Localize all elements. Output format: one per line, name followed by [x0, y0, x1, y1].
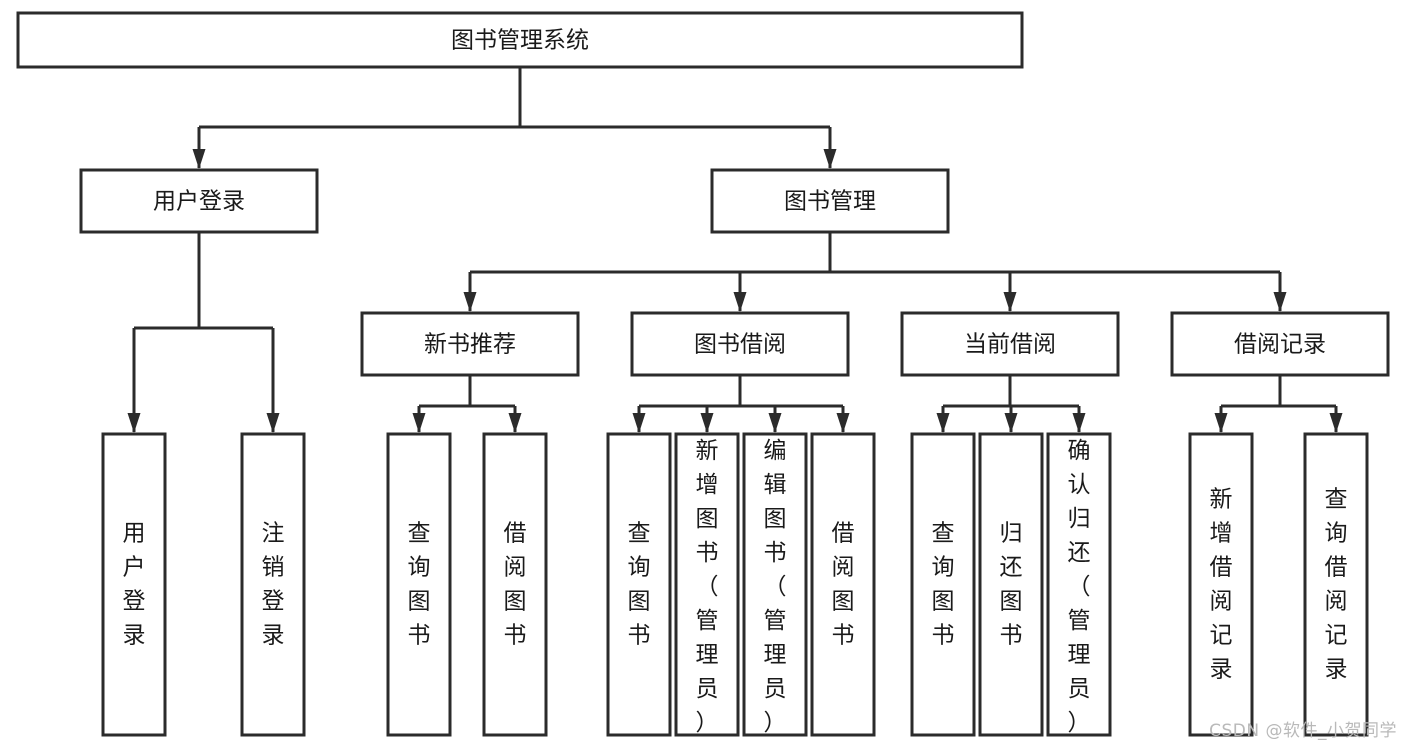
- node-box-leaf-add-book-admin: [674, 432, 740, 737]
- arrow-head-book-manage-3: [1273, 292, 1287, 312]
- connector-layer: [127, 67, 1343, 433]
- node-box-leaf-logout: [240, 432, 306, 737]
- node-label-root: 图书管理系统: [451, 28, 589, 54]
- node-leaf-return-book[interactable]: 归还图书: [978, 432, 1044, 737]
- node-leaf-add-borrow-record[interactable]: 新增借阅记录: [1188, 432, 1254, 737]
- node-box-leaf-edit-book-admin: [742, 432, 808, 737]
- node-box-new-book-recommend: [360, 311, 580, 377]
- node-label-leaf-confirm-return-admin: 确认归还（管理员）: [1068, 438, 1091, 736]
- csdn-watermark: CSDN @软件_小贺同学: [1209, 721, 1397, 741]
- node-leaf-edit-book-admin[interactable]: 编辑图书（管理员）: [742, 432, 808, 737]
- node-box-book-manage: [710, 168, 950, 234]
- node-label-leaf-return-book: 归还图书: [1000, 521, 1023, 649]
- arrow-head-root-1: [823, 149, 837, 169]
- node-box-leaf-query-book-recommend: [386, 432, 452, 737]
- node-root[interactable]: 图书管理系统: [16, 11, 1024, 69]
- node-book-manage[interactable]: 图书管理: [710, 168, 950, 234]
- node-box-leaf-query-borrow-record: [1303, 432, 1369, 737]
- node-leaf-borrow-book-recommend[interactable]: 借阅图书: [482, 432, 548, 737]
- node-label-user-login: 用户登录: [153, 189, 245, 215]
- node-label-leaf-edit-book-admin: 编辑图书（管理员）: [764, 438, 787, 736]
- arrow-head-book-borrow-2: [768, 413, 782, 433]
- node-leaf-borrow-book[interactable]: 借阅图书: [810, 432, 876, 737]
- arrow-head-new-book-recommend-1: [508, 413, 522, 433]
- node-label-leaf-logout: 注销登录: [262, 521, 285, 649]
- node-label-leaf-query-borrow-record: 查询借阅记录: [1325, 487, 1348, 683]
- node-box-leaf-add-borrow-record: [1188, 432, 1254, 737]
- node-box-leaf-user-login: [101, 432, 167, 737]
- node-current-borrow[interactable]: 当前借阅: [900, 311, 1120, 377]
- node-box-root: [16, 11, 1024, 69]
- arrow-head-book-borrow-1: [700, 413, 714, 433]
- node-box-leaf-query-book-current: [910, 432, 976, 737]
- node-label-leaf-borrow-book-recommend: 借阅图书: [504, 521, 527, 649]
- node-book-borrow[interactable]: 图书借阅: [630, 311, 850, 377]
- node-label-leaf-query-book-current: 查询图书: [932, 521, 955, 649]
- arrow-head-new-book-recommend-0: [412, 413, 426, 433]
- node-box-book-borrow: [630, 311, 850, 377]
- node-box-borrow-record: [1170, 311, 1390, 377]
- node-layer: 用户登录图书管理新书推荐图书借阅当前借阅借阅记录用户登录注销登录查询图书借阅图书…: [16, 11, 1390, 737]
- node-label-borrow-record: 借阅记录: [1234, 332, 1326, 358]
- node-leaf-query-book-recommend[interactable]: 查询图书: [386, 432, 452, 737]
- node-label-leaf-query-book: 查询图书: [628, 521, 651, 649]
- arrow-head-book-manage-0: [463, 292, 477, 312]
- node-box-leaf-borrow-book: [810, 432, 876, 737]
- node-leaf-add-book-admin[interactable]: 新增图书（管理员）: [674, 432, 740, 737]
- node-label-leaf-user-login: 用户登录: [123, 521, 146, 649]
- node-leaf-query-borrow-record[interactable]: 查询借阅记录: [1303, 432, 1369, 737]
- node-label-book-manage: 图书管理: [784, 189, 876, 215]
- node-label-leaf-borrow-book: 借阅图书: [832, 521, 855, 649]
- node-leaf-confirm-return-admin[interactable]: 确认归还（管理员）: [1046, 432, 1112, 737]
- node-box-current-borrow: [900, 311, 1120, 377]
- arrow-head-current-borrow-0: [936, 413, 950, 433]
- node-box-leaf-return-book: [978, 432, 1044, 737]
- arrow-head-user-login-0: [127, 413, 141, 433]
- node-label-leaf-add-book-admin: 新增图书（管理员）: [696, 438, 719, 736]
- arrow-head-user-login-1: [266, 413, 280, 433]
- node-borrow-record[interactable]: 借阅记录: [1170, 311, 1390, 377]
- node-leaf-user-login[interactable]: 用户登录: [101, 432, 167, 737]
- node-box-user-login: [79, 168, 319, 234]
- arrow-head-root-0: [192, 149, 206, 169]
- node-label-new-book-recommend: 新书推荐: [424, 332, 516, 358]
- arrow-head-book-manage-2: [1003, 292, 1017, 312]
- node-box-leaf-query-book: [606, 432, 672, 737]
- arrow-head-current-borrow-1: [1004, 413, 1018, 433]
- arrow-head-borrow-record-1: [1329, 413, 1343, 433]
- arrow-head-book-borrow-0: [632, 413, 646, 433]
- node-label-current-borrow: 当前借阅: [964, 332, 1056, 358]
- node-leaf-logout[interactable]: 注销登录: [240, 432, 306, 737]
- node-leaf-query-book[interactable]: 查询图书: [606, 432, 672, 737]
- arrow-head-book-manage-1: [733, 292, 747, 312]
- node-label-book-borrow: 图书借阅: [694, 332, 786, 358]
- arrow-head-borrow-record-0: [1214, 413, 1228, 433]
- arrow-head-current-borrow-2: [1072, 413, 1086, 433]
- node-box-leaf-confirm-return-admin: [1046, 432, 1112, 737]
- node-leaf-query-book-current[interactable]: 查询图书: [910, 432, 976, 737]
- arrow-head-book-borrow-3: [836, 413, 850, 433]
- node-label-leaf-query-book-recommend: 查询图书: [408, 521, 431, 649]
- node-new-book-recommend[interactable]: 新书推荐: [360, 311, 580, 377]
- node-user-login[interactable]: 用户登录: [79, 168, 319, 234]
- node-label-leaf-add-borrow-record: 新增借阅记录: [1210, 487, 1233, 683]
- node-box-leaf-borrow-book-recommend: [482, 432, 548, 737]
